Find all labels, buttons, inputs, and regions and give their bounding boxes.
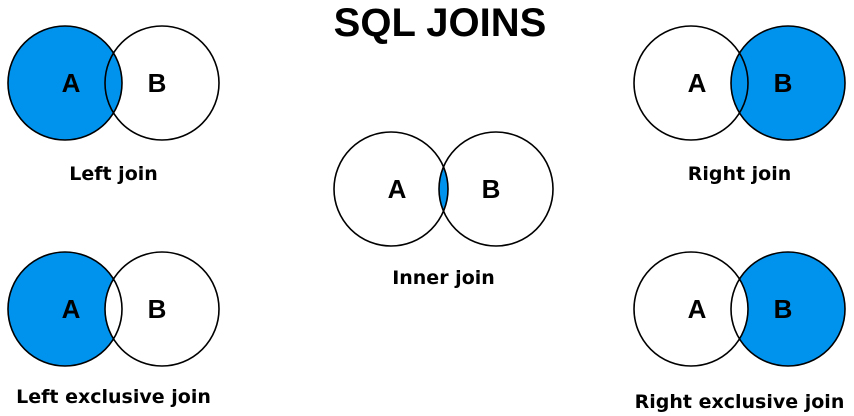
set-a-label: A [62,68,81,98]
set-b-only-fill [731,252,845,366]
set-b-label: B [148,68,167,98]
set-b-label: B [774,294,793,324]
set-b-circle [104,25,220,141]
set-a-label: A [688,68,707,98]
inner-join-venn: A B Inner join [333,131,554,289]
inner-join-caption: Inner join [392,267,495,289]
left-exclusive-join-venn: A B Left exclusive join [7,251,220,408]
set-b-fill [731,26,845,140]
set-b-circle [438,131,554,247]
right-exclusive-join-venn: A B Right exclusive join [633,251,846,413]
left-join-venn: A B Left join [7,25,220,185]
set-a-label: A [388,174,407,204]
set-a-label: A [688,294,707,324]
set-a-circle [633,25,749,141]
set-b-circle [730,251,846,367]
set-b-circle [730,25,846,141]
left-join-caption: Left join [69,163,158,185]
page-title: SQL JOINS [334,1,547,45]
set-b-label: B [148,294,167,324]
right-exclusive-join-caption: Right exclusive join [635,391,845,413]
set-b-label: B [774,68,793,98]
set-b-circle [104,251,220,367]
set-a-label: A [62,294,81,324]
set-a-circle [7,25,123,141]
set-b-label: B [482,174,501,204]
set-a-circle [633,251,749,367]
set-a-circle [333,131,449,247]
right-join-venn: A B Right join [633,25,846,185]
set-a-circle [7,251,123,367]
left-exclusive-join-caption: Left exclusive join [16,386,211,408]
right-join-caption: Right join [688,163,792,185]
set-a-fill [8,26,122,140]
set-a-only-fill [8,252,122,366]
